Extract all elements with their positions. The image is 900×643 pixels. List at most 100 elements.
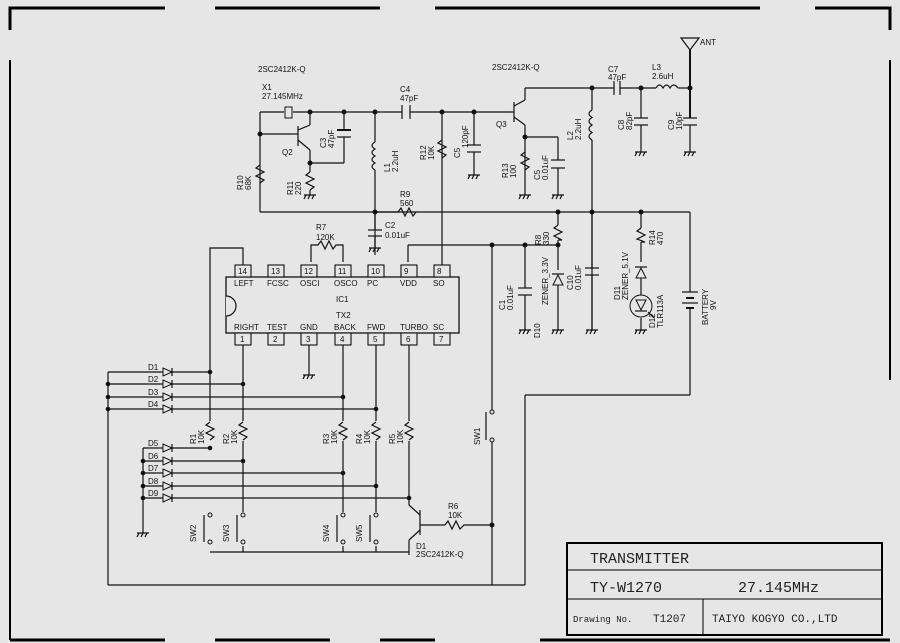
svg-text:R14: R14 [648,230,657,245]
svg-text:220: 220 [294,181,303,195]
pin-number: 7 [439,335,444,344]
resistor-r14: R14 470 [635,227,665,245]
resistor-r13: R13 100 [501,151,531,178]
svg-text:TX2: TX2 [336,311,351,320]
svg-text:27.145MHz: 27.145MHz [262,92,303,101]
antenna: ANT [679,37,716,51]
svg-text:330: 330 [542,231,551,245]
pin-number: 14 [238,267,247,276]
capacitor-c5-001uf: C5 0.01uF [533,155,565,180]
ic-top-wires [209,247,443,440]
svg-text:47pF: 47pF [327,130,336,148]
battery: BATTERY 9V [682,288,718,325]
svg-text:560: 560 [400,199,414,208]
svg-text:Q2: Q2 [282,148,293,157]
svg-text:2SC2412K-Q: 2SC2412K-Q [416,550,464,559]
svg-text:C10: C10 [566,275,575,290]
switch-sw4[interactable]: SW4 [322,512,346,546]
title-block: TRANSMITTER TY-W1270 27.145MHz Drawing N… [566,542,883,636]
rf-wires [108,50,691,586]
resistor-r11: R11 220 [286,163,316,195]
svg-text:D1: D1 [416,542,427,551]
svg-text:SW1: SW1 [473,427,482,445]
capacitor-c9: C9 10pF [667,112,697,130]
inductor-l2: L2 2.2uH [566,109,594,141]
svg-text:100: 100 [509,164,518,178]
svg-text:R4: R4 [355,433,364,444]
svg-text:TLR113A: TLR113A [656,294,665,328]
svg-text:47pF: 47pF [608,73,626,82]
capacitor-c3: C3 47pF [319,129,351,148]
svg-text:C7: C7 [608,65,619,74]
svg-text:9V: 9V [709,300,718,310]
svg-text:R9: R9 [400,190,411,199]
svg-text:2.6uH: 2.6uH [652,72,674,81]
svg-text:SW2: SW2 [189,524,198,542]
pin-label: RIGHT [234,323,259,332]
svg-text:68K: 68K [244,175,253,190]
diode-d9: D9 [140,489,412,503]
transistor-d1: D1 2SC2412K-Q [408,504,464,559]
ic-pin-8: 8SO [433,264,451,288]
pin-number: 4 [340,335,345,344]
company-name: TAIYO KOGYO CO.,LTD [712,614,838,626]
capacitor-c5-120pf: C5 120pF [453,125,481,158]
diode-label: D6 [148,452,159,461]
title-text: TRANSMITTER [590,551,689,568]
pin-label: SC [433,323,444,332]
svg-text:BATTERY: BATTERY [701,288,710,325]
svg-text:C8: C8 [617,119,626,130]
inductor-l1: L1 2.2uH [371,141,400,172]
svg-text:R2: R2 [222,433,231,444]
pin-label: FCSC [267,279,289,288]
svg-text:C5: C5 [533,169,542,180]
svg-text:R6: R6 [448,502,459,511]
pin-number: 1 [240,335,245,344]
pin-number: 5 [373,335,378,344]
svg-text:C1: C1 [498,299,507,310]
pin-number: 2 [273,335,278,344]
switch-sw3[interactable]: SW3 [222,512,246,546]
svg-text:10K: 10K [427,145,436,160]
svg-text:0.01uF: 0.01uF [541,155,550,180]
svg-text:L1: L1 [383,163,392,172]
pin-number: 10 [371,267,380,276]
pin-number: 8 [437,267,442,276]
svg-text:10K: 10K [230,429,239,444]
pin-label: TEST [267,323,288,332]
svg-text:C9: C9 [667,119,676,130]
inductor-l3: L3 2.6uH [652,63,679,90]
capacitor-c2: C2 0.01uF [368,221,410,248]
pin-number: 13 [271,267,280,276]
svg-text:C5: C5 [453,147,462,158]
svg-text:0.01uF: 0.01uF [506,285,515,310]
svg-text:L3: L3 [652,63,661,72]
svg-text:R7: R7 [316,223,327,232]
diode-d2: D2 [105,375,246,389]
svg-text:R1: R1 [189,433,198,444]
svg-text:10K: 10K [448,511,463,520]
switch-sw2[interactable]: SW2 [189,512,213,546]
pin-number: 9 [404,267,409,276]
pin-label: VDD [400,279,417,288]
pin-label: TURBO [400,323,428,332]
frequency-text: 27.145MHz [738,580,819,597]
capacitor-c10: C10 0.01uF [566,212,599,290]
svg-text:10K: 10K [330,429,339,444]
svg-text:47pF: 47pF [400,94,418,103]
resistor-r10: R10 68K [236,164,266,190]
switch-sw1[interactable]: SW1 [473,409,495,445]
svg-text:10K: 10K [396,429,405,444]
svg-text:2.2uH: 2.2uH [391,150,400,172]
switch-sw5[interactable]: SW5 [355,512,379,546]
capacitor-c4: C4 47pF [400,85,418,119]
zener-d10: D10 ZENER_3.3V [533,256,564,338]
